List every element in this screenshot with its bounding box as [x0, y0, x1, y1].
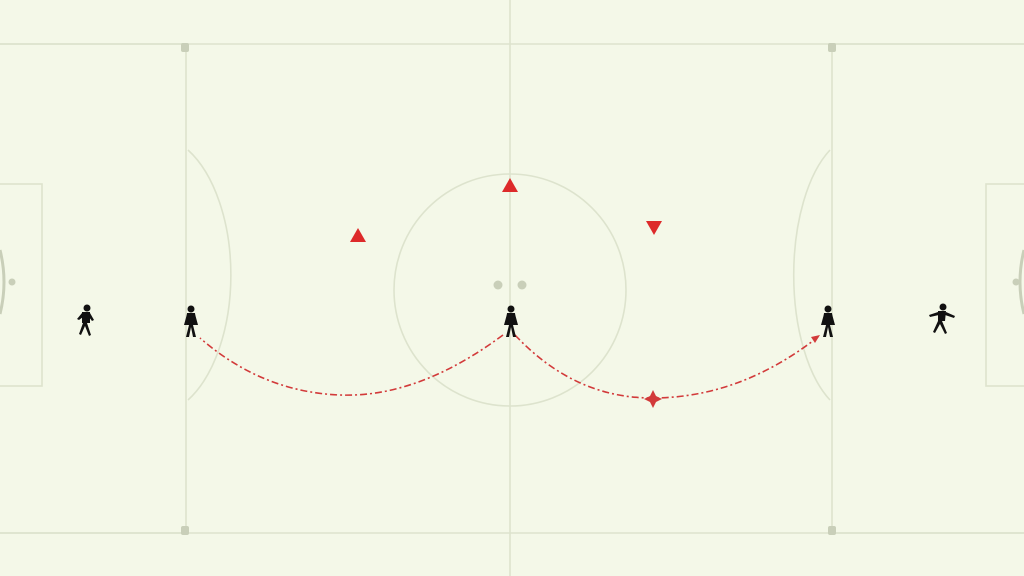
right-penalty-spot [1012, 278, 1020, 286]
field-dots [8, 43, 1020, 535]
cone-down-icon [646, 221, 662, 235]
corner-marker [828, 526, 836, 535]
pass-markers [644, 335, 820, 408]
center-spot-right [517, 280, 527, 290]
right-goal-icon [1018, 249, 1024, 315]
left-penalty-arc [187, 149, 232, 401]
pass-lines [199, 334, 819, 399]
goals [0, 249, 1024, 315]
left-goal-box [0, 183, 43, 387]
players [77, 303, 955, 337]
cones [350, 178, 662, 242]
right-penalty-box [831, 43, 1024, 534]
cone-up-icon [350, 228, 366, 242]
right-penalty-arc [792, 149, 831, 401]
corner-marker [181, 43, 189, 52]
arrow-head-icon [811, 335, 820, 343]
left-penalty-box [0, 43, 187, 534]
pass-line [199, 334, 504, 396]
pass-target-marker-icon [644, 390, 662, 408]
center-spot-left [493, 280, 503, 290]
pass-line [514, 334, 819, 399]
cone-up-icon [502, 178, 518, 192]
left-goal-icon [0, 249, 6, 315]
player-icon [77, 304, 94, 336]
player-icon [929, 303, 955, 334]
player-icon [821, 305, 835, 337]
left-penalty-spot [8, 278, 16, 286]
corner-marker [828, 43, 836, 52]
center-circle [393, 173, 627, 407]
right-goal-box [985, 183, 1024, 387]
player-icon [504, 305, 518, 337]
corner-marker [181, 526, 189, 535]
